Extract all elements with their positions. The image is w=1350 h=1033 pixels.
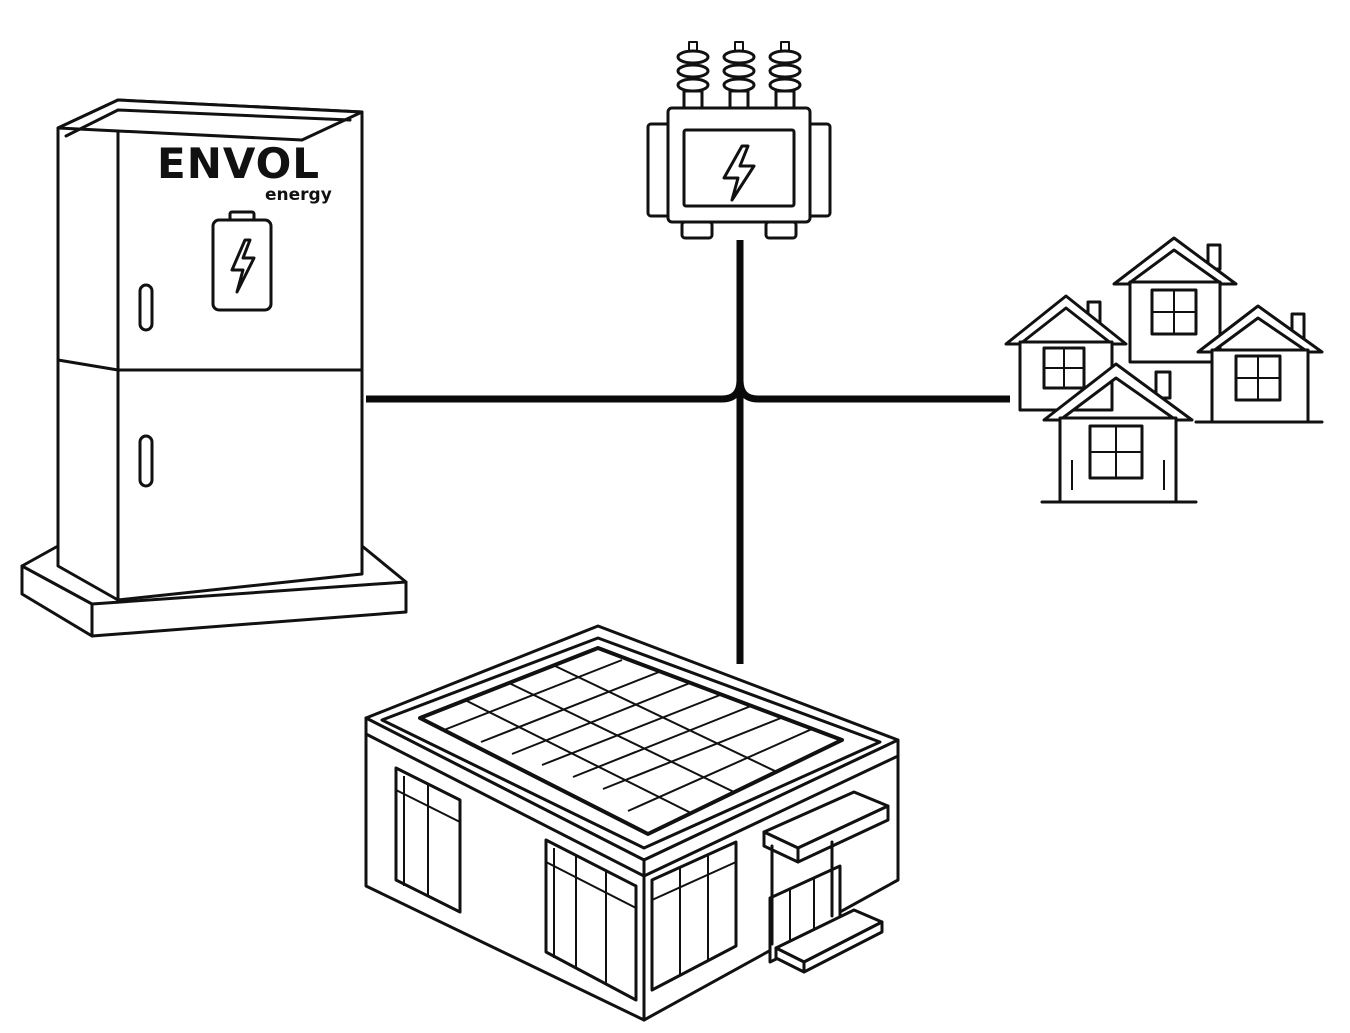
house (1040, 362, 1198, 504)
cable-junction-houses (736, 379, 1010, 403)
building-windows-right (650, 840, 738, 992)
cable-battery-junction (366, 379, 744, 403)
battery-bolt-icon (211, 210, 273, 312)
solar-panel-array (418, 646, 844, 836)
house (1194, 304, 1324, 424)
brand-name: ENVOL (157, 139, 320, 188)
cable-network (366, 240, 1010, 664)
solar-building (364, 624, 900, 1022)
battery-cabinet: ENVOL energy (20, 98, 408, 638)
bolt-icon (722, 144, 756, 202)
building-windows-left (394, 766, 462, 914)
house (1004, 294, 1128, 412)
brand-tagline: energy (265, 185, 332, 205)
building-entrance (762, 790, 890, 974)
transformer (646, 41, 832, 240)
transformer-insulators (676, 41, 802, 111)
building-windows-front (544, 838, 638, 1002)
houses (1004, 236, 1324, 504)
